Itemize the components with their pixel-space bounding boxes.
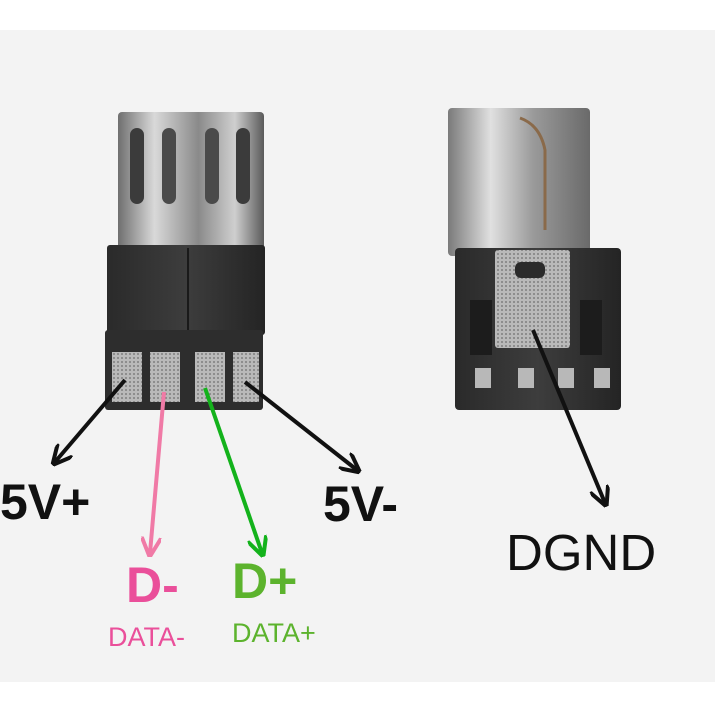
arrow-5v-plus bbox=[55, 378, 127, 462]
arrow-5v-minus bbox=[243, 380, 357, 470]
left-plastic-body bbox=[107, 245, 265, 335]
label-5v-plus: 5V+ bbox=[0, 474, 90, 530]
left-metal-shell bbox=[118, 112, 264, 252]
label-d-minus: D- bbox=[126, 557, 179, 613]
label-data-minus: DATA- bbox=[108, 622, 185, 652]
arrow-d-plus bbox=[203, 387, 262, 553]
left-connector bbox=[105, 112, 265, 410]
label-5v-minus: 5V- bbox=[323, 476, 398, 532]
label-data-plus: DATA+ bbox=[232, 618, 316, 648]
right-connector bbox=[448, 108, 621, 410]
label-dgnd: DGND bbox=[506, 524, 656, 581]
white-bottom-band bbox=[0, 682, 715, 715]
right-metal-shell bbox=[448, 108, 590, 256]
arrow-d-minus bbox=[150, 391, 166, 553]
label-d-plus: D+ bbox=[232, 553, 297, 609]
white-top-band bbox=[0, 0, 715, 30]
arrow-dgnd bbox=[531, 329, 605, 503]
